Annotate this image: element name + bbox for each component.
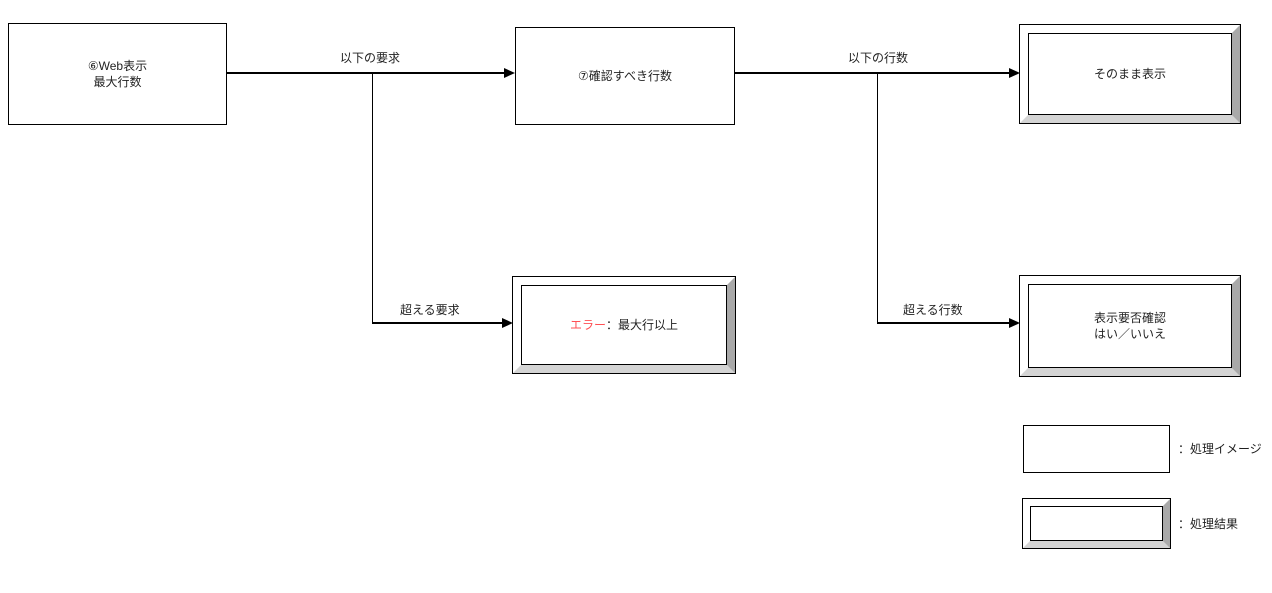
arrowhead-icon xyxy=(1009,68,1020,78)
edge-label-exceed-request: 超える要求 xyxy=(400,303,460,317)
arrowhead-icon xyxy=(1009,318,1020,328)
result-box-confirm-display-line1: 表示要否確認 xyxy=(1093,311,1166,325)
result-box-error: エラー：最大行以上 xyxy=(512,276,736,374)
flow-line-exceed-request xyxy=(372,322,502,324)
process-box-rows-to-confirm-label: ⑦確認すべき行数 xyxy=(578,69,672,83)
process-box-web-max-rows: ⑥Web表示 最大行数 xyxy=(8,23,227,125)
legend-box-process-result xyxy=(1022,498,1171,549)
process-box-web-max-rows-line2: 最大行数 xyxy=(93,75,142,89)
flow-line-below-rows xyxy=(735,72,1009,74)
edge-label-below-request: 以下の要求 xyxy=(340,51,401,65)
process-box-rows-to-confirm: ⑦確認すべき行数 xyxy=(515,27,735,125)
error-rest-text: ：最大行以上 xyxy=(606,318,679,332)
flow-line-exceed-rows xyxy=(877,322,1009,324)
error-emphasis-text: エラー xyxy=(569,318,606,332)
flow-line-exceed-rows-vertical xyxy=(877,73,878,323)
flow-line-below-request xyxy=(227,72,504,74)
legend-label-process-image: ：処理イメージ xyxy=(1178,442,1262,456)
result-box-display-as-is-label: そのまま表示 xyxy=(1093,67,1166,81)
result-box-confirm-display: 表示要否確認 はい／いいえ xyxy=(1019,275,1241,377)
result-box-confirm-display-line2: はい／いいえ xyxy=(1093,327,1166,341)
result-box-display-as-is: そのまま表示 xyxy=(1019,24,1241,124)
legend-box-process-image xyxy=(1023,425,1170,473)
flow-line-exceed-request-vertical xyxy=(372,73,373,323)
arrowhead-icon xyxy=(504,68,515,78)
legend-label-process-result: ：処理結果 xyxy=(1178,517,1239,531)
edge-label-exceed-rows: 超える行数 xyxy=(903,303,963,317)
result-box-error-label: エラー：最大行以上 xyxy=(570,317,678,333)
arrowhead-icon xyxy=(502,318,513,328)
edge-label-below-rows: 以下の行数 xyxy=(848,51,909,65)
process-box-web-max-rows-line1: ⑥Web表示 xyxy=(87,59,148,73)
